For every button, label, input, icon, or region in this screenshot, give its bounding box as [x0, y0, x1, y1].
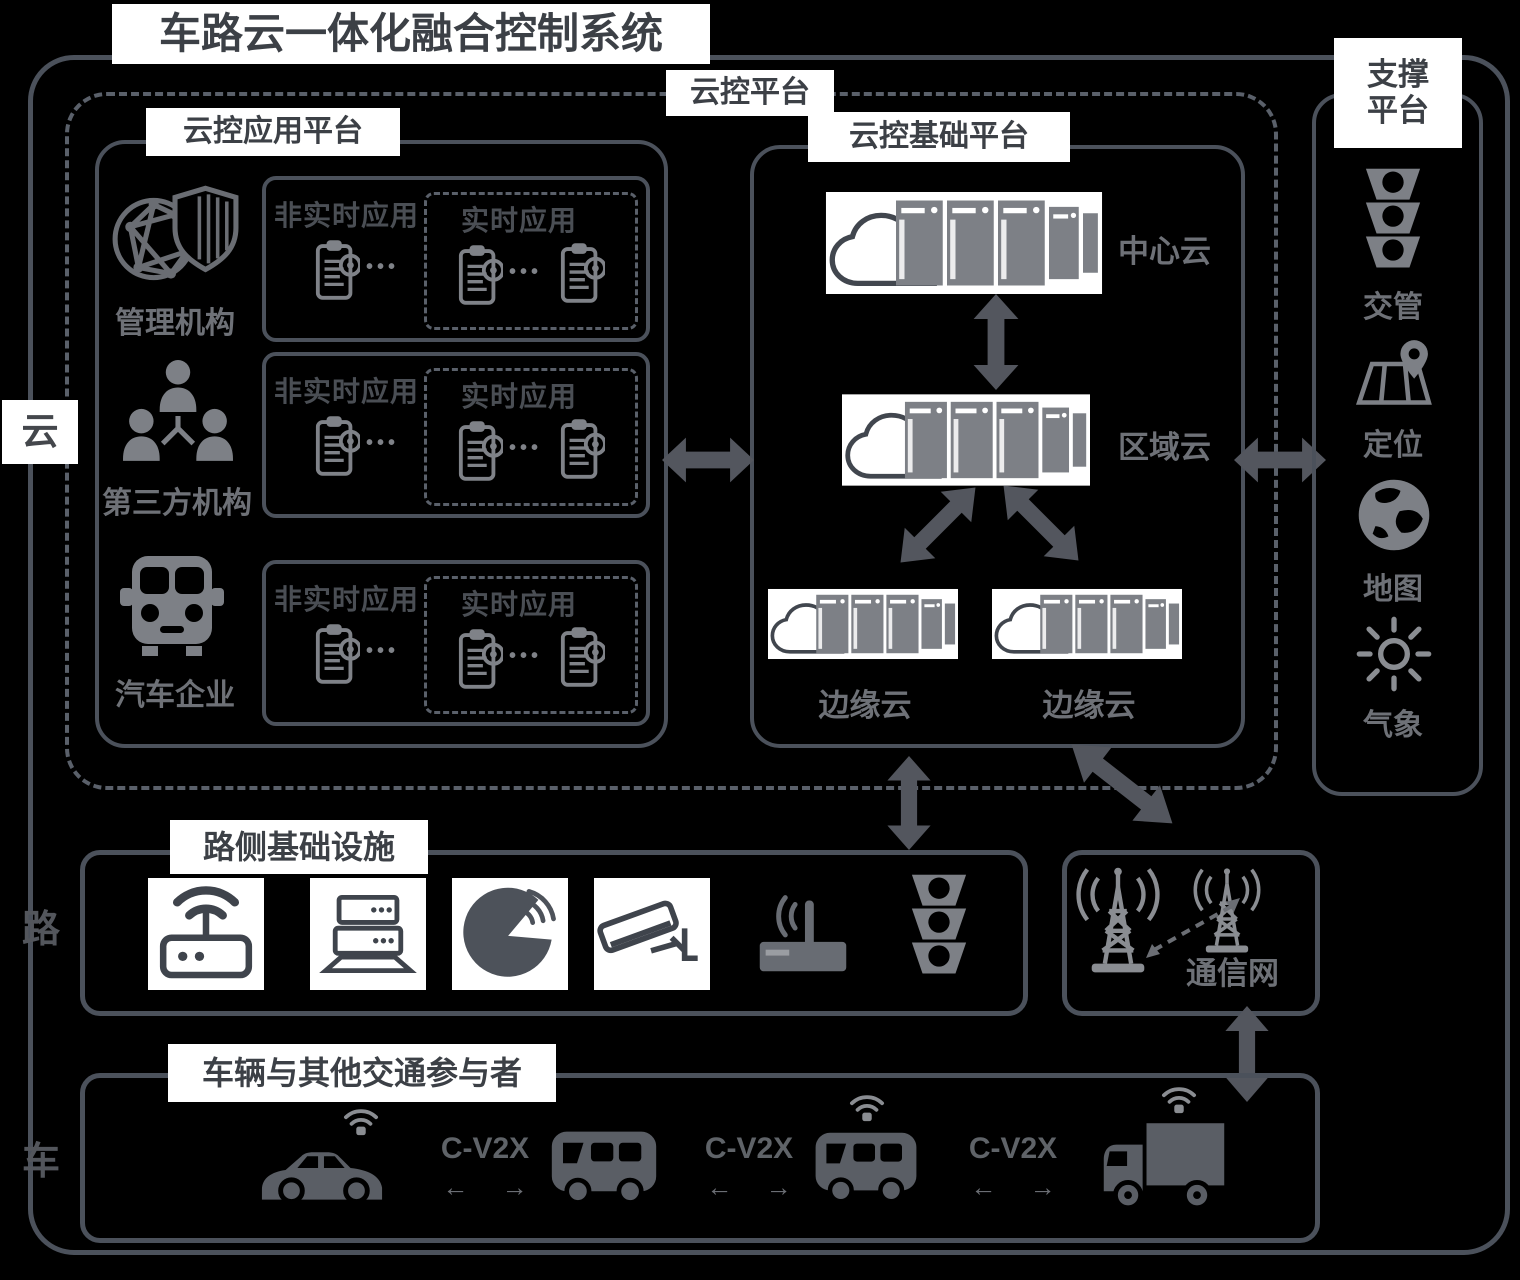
- bus-icon: [812, 1126, 920, 1208]
- page-title: 车路云一体化融合控制系统: [112, 4, 710, 64]
- app-document-icon: [314, 622, 360, 686]
- camera-icon: [597, 885, 707, 983]
- comm-network-box: [1062, 850, 1320, 1016]
- wifi-icon: [340, 1104, 382, 1138]
- central-cloud-label: 中心云: [1118, 234, 1211, 269]
- edge-cloud-right-icon: [992, 578, 1182, 670]
- wifi-icon: [846, 1090, 888, 1124]
- app-document-icon: [457, 419, 503, 483]
- roadside-infrastructure-label: 路侧基础设施: [170, 820, 428, 874]
- realtime-apps-group: 实时应用 •••: [424, 192, 638, 330]
- support-item-map-label: 地图: [1363, 573, 1423, 606]
- shield-network-icon: [108, 180, 240, 292]
- roadside-infrastructure-box: [80, 850, 1028, 1016]
- cv2x-link: C-V2X ← →: [688, 1132, 810, 1202]
- app-document-icon: [314, 238, 360, 302]
- traffic-light-icon: [1362, 168, 1424, 270]
- cv2x-arrows: ← →: [706, 1172, 792, 1202]
- app-group-thirdparty: 非实时应用 ••• 实时应用 •••: [262, 352, 650, 518]
- realtime-apps-label: 实时应用: [461, 589, 578, 620]
- app-base-arrow: [662, 432, 754, 488]
- realtime-apps-group: 实时应用 •••: [424, 368, 638, 506]
- central-regional-arrow: [968, 294, 1024, 390]
- cloud-roadside-arrow: [882, 756, 936, 850]
- lane-label-vehicle: 车: [22, 1141, 61, 1183]
- realtime-apps-label: 实时应用: [461, 381, 578, 412]
- cv2x-arrows: ← →: [970, 1172, 1056, 1202]
- edge-cloud-right-label: 边缘云: [1042, 688, 1136, 723]
- roadside-traffic-light-icon: [908, 874, 970, 976]
- regional-cloud-servers-icon: [842, 392, 1090, 488]
- support-item-weather-label: 气象: [1363, 709, 1423, 742]
- app-document-icon: [457, 243, 503, 307]
- rsu-antenna-icon: [152, 883, 260, 985]
- actor-label-thirdparty: 第三方机构: [102, 487, 252, 520]
- app-document-icon: [559, 417, 605, 481]
- cv2x-arrows: ← →: [442, 1172, 528, 1202]
- car-icon: [258, 1142, 386, 1202]
- rsu-antenna-icon-chip: [148, 878, 264, 990]
- vehicle-front-icon: [112, 550, 232, 660]
- app-group-regulator: 非实时应用 ••• 实时应用 •••: [262, 176, 650, 342]
- actor-label-regulator: 管理机构: [115, 307, 235, 340]
- base-platform-label: 云控基础平台: [808, 112, 1070, 162]
- vehicle-layer-box: [80, 1073, 1320, 1243]
- lane-label-road: 路: [22, 909, 61, 951]
- app-document-icon: [314, 414, 360, 478]
- globe-icon: [1355, 476, 1433, 554]
- system-outer-frame: [28, 55, 1510, 1255]
- radar-icon-chip: [452, 878, 568, 990]
- radar-icon: [457, 881, 563, 987]
- cv2x-label: C-V2X: [440, 1132, 530, 1165]
- camera-icon-chip: [594, 878, 710, 990]
- map-pin-icon: [1350, 338, 1438, 412]
- ellipsis: •••: [509, 645, 543, 667]
- truck-icon: [1096, 1118, 1232, 1212]
- edge-cloud-left-icon: [768, 578, 958, 670]
- cloud-control-platform-label: 云控平台: [666, 70, 834, 116]
- cv2x-label: C-V2X: [704, 1132, 794, 1165]
- actor-label-automaker: 汽车企业: [115, 679, 235, 712]
- realtime-apps-group: 实时应用 •••: [424, 576, 638, 714]
- lane-label-cloud: 云: [2, 400, 78, 464]
- roadside-unit-icon: [746, 884, 860, 980]
- cv2x-link: C-V2X ← →: [424, 1132, 546, 1202]
- non-realtime-apps-label: 非实时应用: [274, 200, 420, 231]
- organization-people-icon: [122, 356, 234, 470]
- realtime-apps-label: 实时应用: [461, 205, 578, 236]
- non-realtime-apps-label: 非实时应用: [274, 584, 420, 615]
- cv2x-label: C-V2X: [968, 1132, 1058, 1165]
- support-item-traffic-label: 交管: [1363, 291, 1423, 324]
- page-title-text: 车路云一体化融合控制系统: [158, 9, 663, 57]
- ellipsis: •••: [509, 261, 543, 283]
- comm-network-label: 通信网: [1186, 956, 1279, 991]
- app-document-icon: [457, 627, 503, 691]
- non-realtime-apps-label: 非实时应用: [274, 376, 420, 407]
- support-item-positioning-label: 定位: [1363, 429, 1423, 462]
- ellipsis: •••: [366, 256, 400, 278]
- ellipsis: •••: [366, 640, 400, 662]
- edge-server-stack-icon: [314, 885, 422, 983]
- tower-link-dashed-arrow: [1146, 898, 1240, 958]
- wifi-icon: [1158, 1082, 1200, 1116]
- central-cloud-servers-icon: [818, 192, 1110, 294]
- edge-server-stack-icon-chip: [310, 878, 426, 990]
- sun-icon: [1354, 614, 1434, 694]
- vehicle-layer-label: 车辆与其他交通参与者: [168, 1044, 556, 1102]
- regional-cloud-label: 区域云: [1118, 430, 1211, 465]
- ellipsis: •••: [366, 432, 400, 454]
- support-platform-label: 支撑 平台: [1334, 38, 1462, 148]
- app-group-automaker: 非实时应用 ••• 实时应用 •••: [262, 560, 650, 726]
- app-document-icon: [559, 241, 605, 305]
- app-platform-label: 云控应用平台: [146, 108, 400, 156]
- cv2x-link: C-V2X ← →: [952, 1132, 1074, 1202]
- ellipsis: •••: [509, 437, 543, 459]
- edge-cloud-left-label: 边缘云: [818, 688, 912, 723]
- app-document-icon: [559, 625, 605, 689]
- van-icon: [548, 1126, 660, 1208]
